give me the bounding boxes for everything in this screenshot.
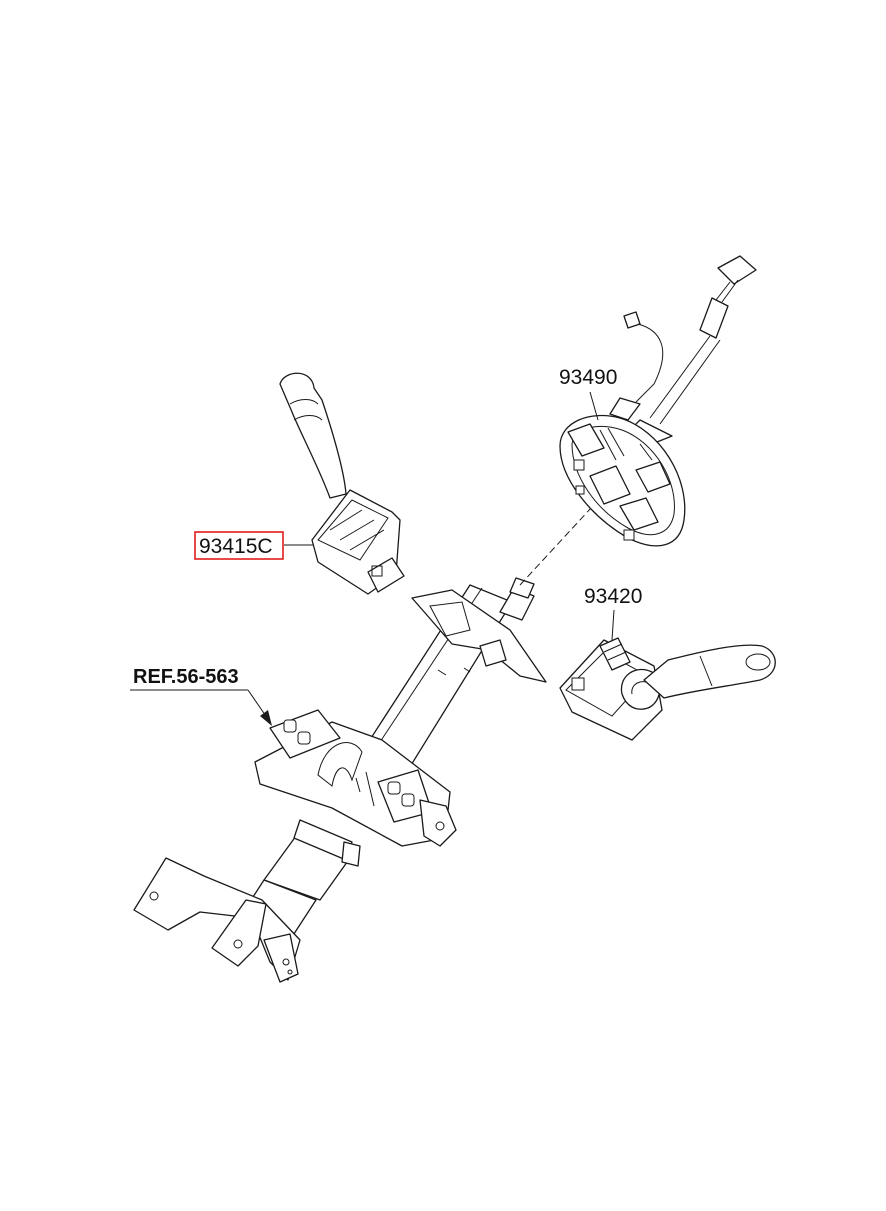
highlight-box xyxy=(194,531,284,560)
clock-spring-leader xyxy=(589,391,599,421)
ref-arrowhead xyxy=(260,710,272,726)
clock-spring-label[interactable]: 93490 xyxy=(559,366,617,389)
ref-label[interactable]: REF.56-563 xyxy=(133,666,239,688)
wiper-switch-part xyxy=(559,637,776,741)
clock-spring-part xyxy=(559,255,757,547)
wiper-switch-label-group[interactable]: 93420 xyxy=(584,585,642,641)
steering-column xyxy=(133,494,604,983)
light-switch-part xyxy=(279,372,405,595)
clock-spring-label-group[interactable]: 93490 xyxy=(559,366,617,421)
wiper-switch-leader xyxy=(611,609,615,641)
wiper-switch-label[interactable]: 93420 xyxy=(584,585,642,608)
ref-label-group[interactable]: REF.56-563 xyxy=(130,666,272,726)
light-switch-label-group[interactable]: 93415C xyxy=(194,531,314,560)
light-switch-label[interactable]: 93415C xyxy=(199,535,273,558)
